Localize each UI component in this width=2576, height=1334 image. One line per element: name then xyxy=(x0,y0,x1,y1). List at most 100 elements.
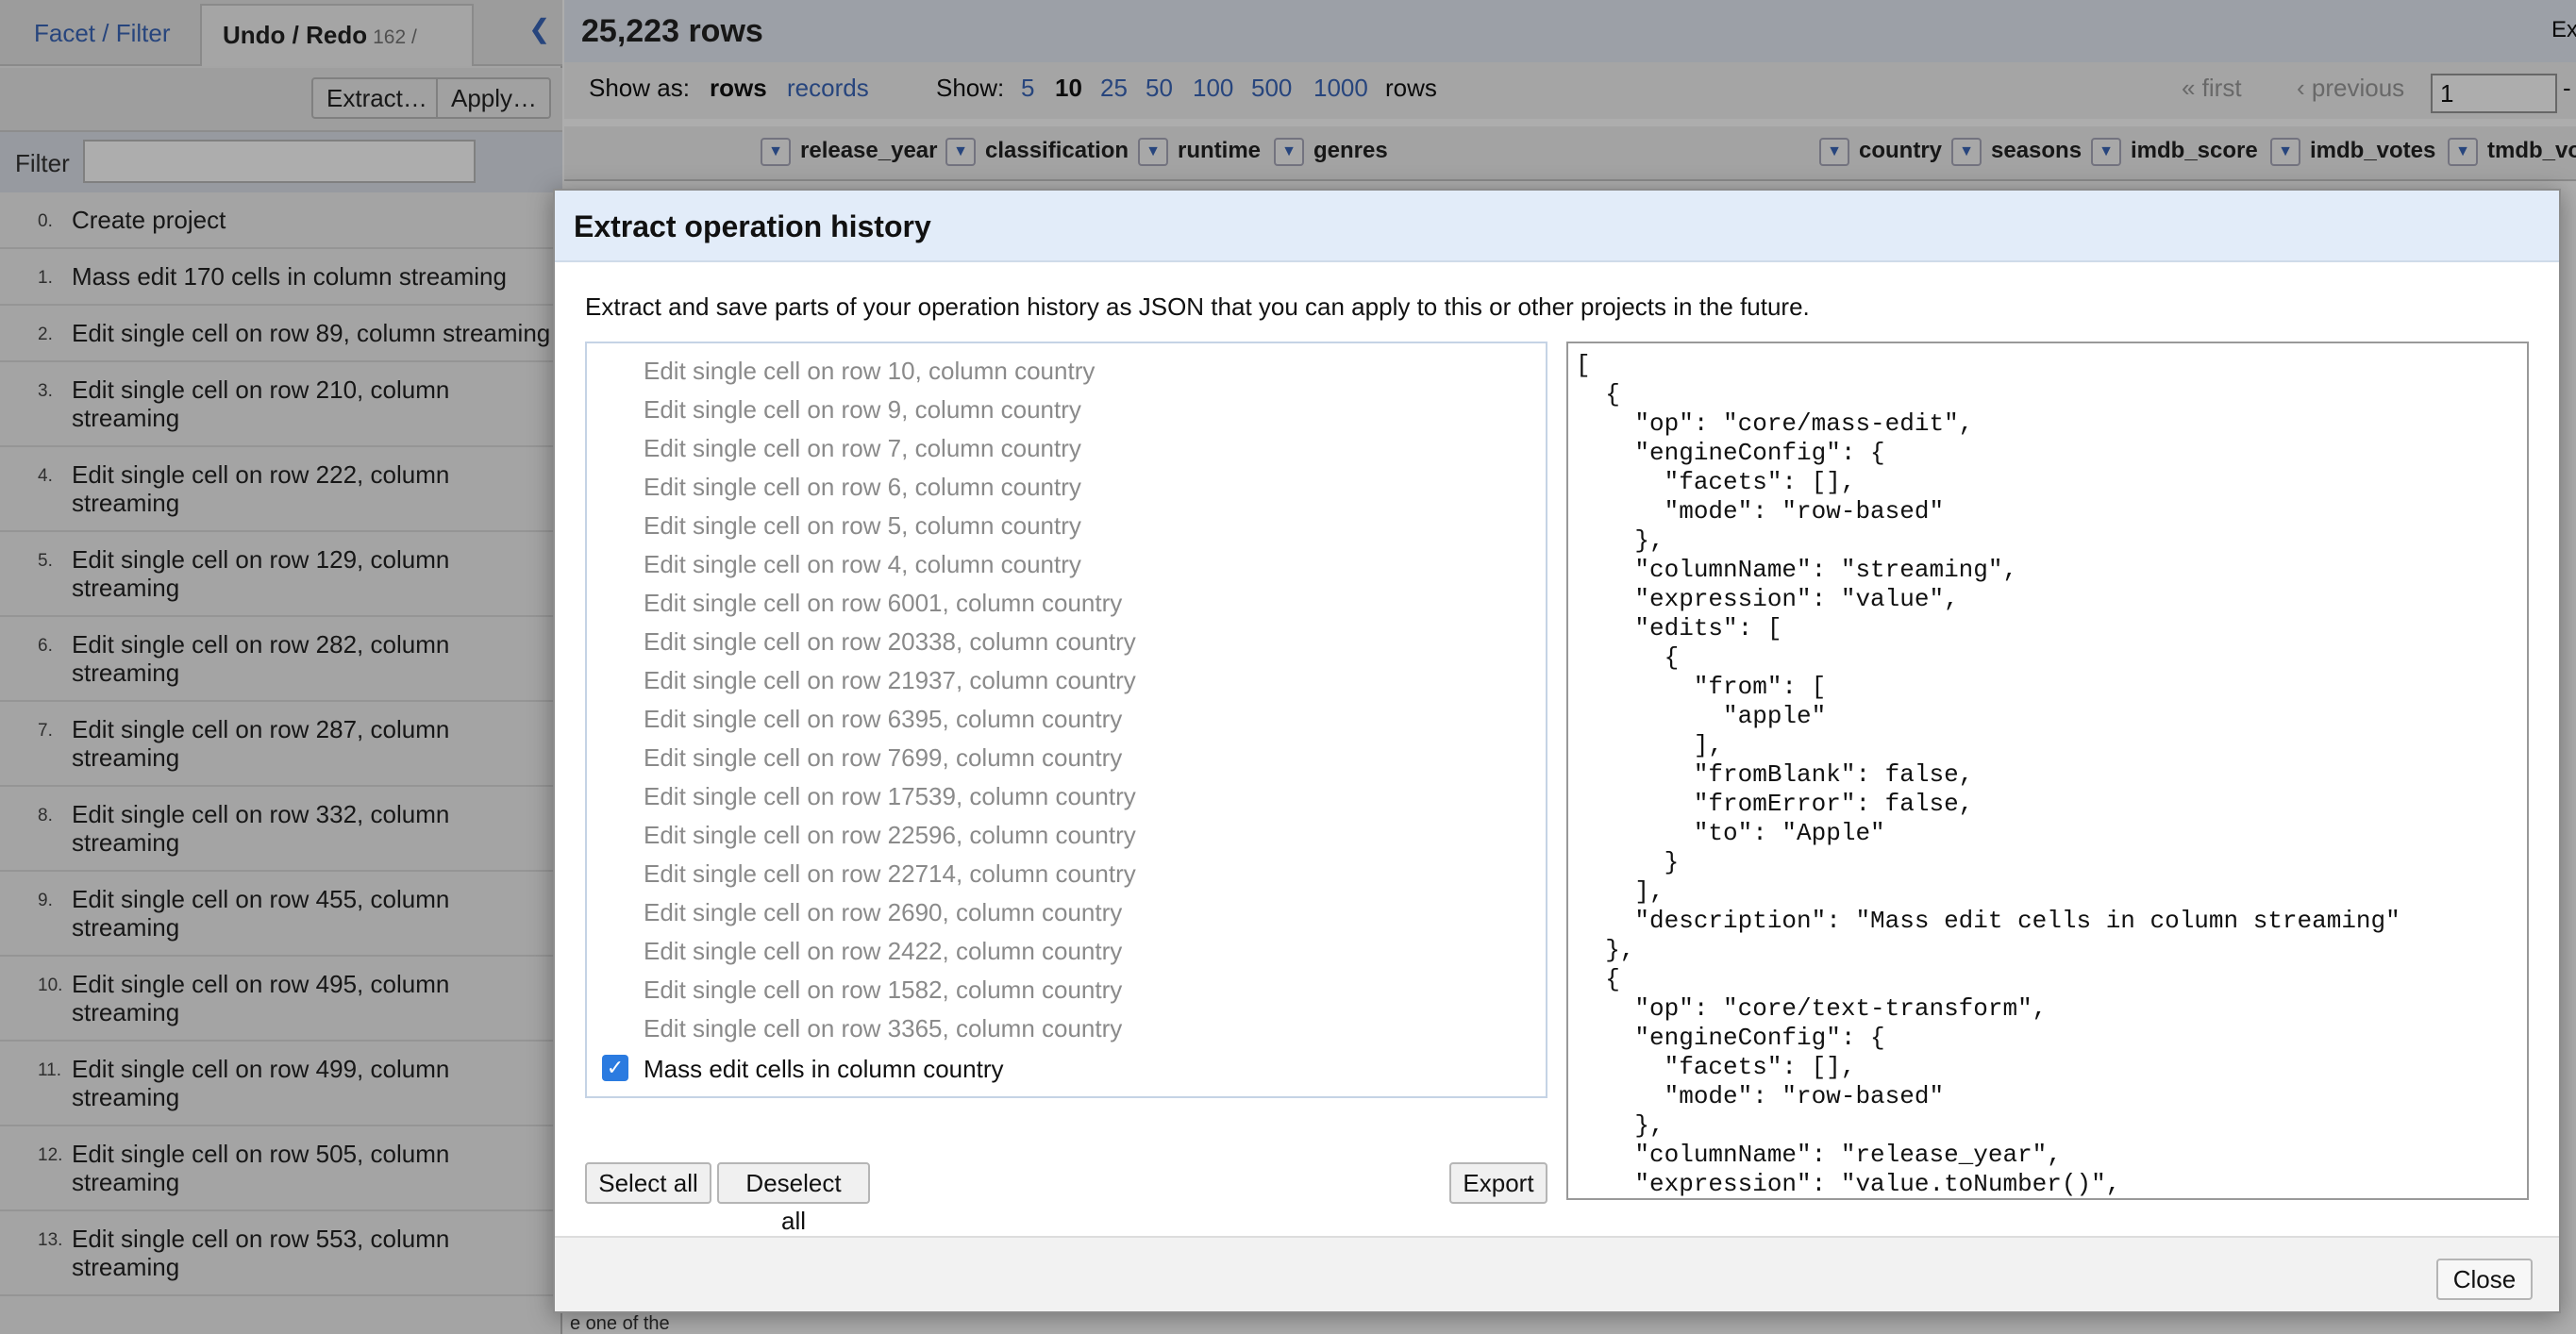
tab-facet-filter[interactable]: Facet / Filter xyxy=(34,19,171,47)
history-item-label: Edit single cell on row 210, column stre… xyxy=(72,375,450,432)
operation-item[interactable]: Edit single cell on row 22714, column co… xyxy=(644,859,1136,888)
history-item[interactable]: 4.Edit single cell on row 222, column st… xyxy=(0,447,562,532)
page-size-10[interactable]: 10 xyxy=(1055,74,1082,102)
show-as-rows[interactable]: rows xyxy=(710,74,767,102)
first-page-link[interactable]: « first xyxy=(2182,74,2242,102)
operation-item[interactable]: Edit single cell on row 4, column countr… xyxy=(644,550,1081,578)
page-size-50[interactable]: 50 xyxy=(1146,74,1173,102)
history-item-number: 6. xyxy=(38,636,53,656)
column-header-seasons: seasons xyxy=(1991,138,2083,163)
operation-item[interactable]: Edit single cell on row 6395, column cou… xyxy=(644,705,1123,733)
history-item[interactable]: 12.Edit single cell on row 505, column s… xyxy=(0,1126,562,1211)
column-menu-icon[interactable]: ▼ xyxy=(1138,138,1168,166)
cell-text-partial: e one of the xyxy=(570,1313,670,1334)
column-header-release-year: release_year xyxy=(800,138,938,163)
operation-item[interactable]: Edit single cell on row 7699, column cou… xyxy=(644,743,1123,772)
export-button[interactable]: Export xyxy=(1449,1162,1547,1204)
operation-item[interactable]: Edit single cell on row 2422, column cou… xyxy=(644,937,1123,965)
history-item-number: 2. xyxy=(38,325,53,344)
column-menu-icon[interactable]: ▼ xyxy=(1274,138,1304,166)
history-item-number: 10. xyxy=(38,975,63,995)
history-item-label: Edit single cell on row 455, column stre… xyxy=(72,885,450,942)
extract-history-dialog: Extract operation history Extract and sa… xyxy=(553,189,2561,1313)
page-size-25[interactable]: 25 xyxy=(1100,74,1128,102)
column-header-imdb-score: imdb_score xyxy=(2131,138,2258,163)
page-size-5[interactable]: 5 xyxy=(1021,74,1035,102)
history-item[interactable]: 10. Edit single cell on row 495, column s… xyxy=(0,957,562,1042)
dialog-footer: Close xyxy=(555,1236,2559,1311)
view-controls: Show as: rows records Show: 5 10 25 50 1… xyxy=(564,62,2576,119)
column-menu-icon[interactable]: ▼ xyxy=(945,138,976,166)
close-button[interactable]: Close xyxy=(2436,1259,2533,1300)
filter-input[interactable] xyxy=(83,140,476,183)
history-item[interactable]: 11. Edit single cell on row 499, column s… xyxy=(0,1042,562,1126)
history-item[interactable]: 9. Edit single cell on row 455, column st… xyxy=(0,872,562,957)
operation-item[interactable]: Edit single cell on row 22596, column co… xyxy=(644,821,1136,849)
collapse-panel-icon[interactable]: ❮ xyxy=(528,14,551,43)
history-filter-bar: Filter xyxy=(0,132,562,192)
history-item[interactable]: 5.Edit single cell on row 129, column st… xyxy=(0,532,562,617)
column-header-genres: genres xyxy=(1313,138,1388,163)
operation-item[interactable]: Edit single cell on row 6, column countr… xyxy=(644,473,1081,501)
page-size-500[interactable]: 500 xyxy=(1251,74,1293,102)
operation-item[interactable]: Edit single cell on row 6001, column cou… xyxy=(644,589,1123,617)
history-item-number: 13. xyxy=(38,1230,63,1250)
rows-suffix: rows xyxy=(1385,74,1437,102)
history-item[interactable]: 0.Create project xyxy=(0,192,562,249)
operation-item[interactable]: Edit single cell on row 7, column countr… xyxy=(644,434,1081,462)
show-label: Show: xyxy=(936,74,1005,102)
operations-list[interactable]: ✓ Mass edit cells in column country Edit… xyxy=(585,342,1547,1098)
page-size-100[interactable]: 100 xyxy=(1193,74,1234,102)
apply-button[interactable]: Apply… xyxy=(436,77,551,119)
column-menu-icon[interactable]: ▼ xyxy=(2448,138,2478,166)
history-item[interactable]: 1.Mass edit 170 cells in column streamin… xyxy=(0,249,562,306)
operation-item[interactable]: Edit single cell on row 5, column countr… xyxy=(644,511,1081,540)
operation-item[interactable]: Edit single cell on row 20338, column co… xyxy=(644,627,1136,656)
history-item[interactable]: 2.Edit single cell on row 89, column str… xyxy=(0,306,562,362)
column-header-runtime: runtime xyxy=(1178,138,1262,163)
rows-header: 25,223 rows Ex xyxy=(564,0,2576,62)
history-item[interactable]: 3. Edit single cell on row 210, column st… xyxy=(0,362,562,447)
history-item[interactable]: 8.Edit single cell on row 332, column st… xyxy=(0,787,562,872)
history-item[interactable]: 13. Edit single cell on row 553, column s… xyxy=(0,1211,562,1296)
column-menu-icon[interactable]: ▼ xyxy=(2091,138,2121,166)
history-item-label: Edit single cell on row 499, column stre… xyxy=(72,1055,450,1111)
show-as-records[interactable]: records xyxy=(787,74,869,102)
checkbox-checked-icon[interactable]: ✓ xyxy=(602,1055,628,1081)
column-menu-icon[interactable]: ▼ xyxy=(2270,138,2300,166)
history-item[interactable]: 6.Edit single cell on row 282, column st… xyxy=(0,617,562,702)
column-menu-icon[interactable]: ▼ xyxy=(761,138,791,166)
operation-item[interactable]: Edit single cell on row 9, column countr… xyxy=(644,395,1081,424)
column-menu-icon[interactable]: ▼ xyxy=(1819,138,1849,166)
select-all-button[interactable]: Select all xyxy=(585,1162,711,1204)
json-textarea[interactable]: [ { "op": "core/mass-edit", "engineConfi… xyxy=(1566,342,2529,1200)
history-item-number: 9. xyxy=(38,891,53,910)
deselect-all-button[interactable]: Deselect all xyxy=(717,1162,870,1235)
operation-item[interactable]: Edit single cell on row 21937, column co… xyxy=(644,666,1136,694)
history-item[interactable]: 7.Edit single cell on row 287, column st… xyxy=(0,702,562,787)
history-item-label: Edit single cell on row 495, column stre… xyxy=(72,970,450,1026)
page-number-input[interactable]: 1 xyxy=(2431,74,2557,113)
page-size-1000[interactable]: 1000 xyxy=(1313,74,1368,102)
undo-toolbar: Extract… Apply… xyxy=(0,68,562,132)
operation-item[interactable]: Edit single cell on row 17539, column co… xyxy=(644,782,1136,810)
history-item-label: Edit single cell on row 287, column stre… xyxy=(72,715,450,772)
column-menu-icon[interactable]: ▼ xyxy=(1951,138,1982,166)
previous-page-link[interactable]: ‹ previous xyxy=(2297,74,2405,102)
history-item-number: 11. xyxy=(38,1060,62,1080)
operation-item[interactable]: Edit single cell on row 10, column count… xyxy=(644,357,1096,385)
column-header-country: country xyxy=(1859,138,1943,163)
operation-item[interactable]: Edit single cell on row 1582, column cou… xyxy=(644,975,1123,1004)
operation-item[interactable]: Edit single cell on row 2690, column cou… xyxy=(644,898,1123,926)
history-item-label: Edit single cell on row 553, column stre… xyxy=(72,1225,450,1281)
history-item-number: 8. xyxy=(38,806,53,825)
extract-button[interactable]: Extract… xyxy=(311,77,438,119)
operation-item[interactable]: Edit single cell on row 3365, column cou… xyxy=(644,1014,1123,1042)
history-item-number: 1. xyxy=(38,268,53,288)
history-item-number: 4. xyxy=(38,466,53,486)
history-item-number: 3. xyxy=(38,381,53,401)
rows-count: 25,223 rows xyxy=(581,13,763,49)
export-menu-partial[interactable]: Ex xyxy=(2551,17,2576,42)
